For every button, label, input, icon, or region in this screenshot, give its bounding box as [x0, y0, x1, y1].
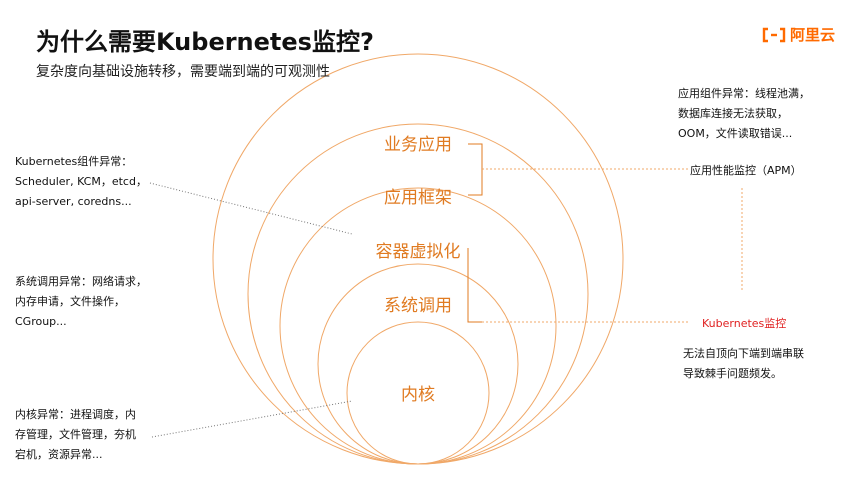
circle-kernel	[346, 321, 490, 465]
logo: 阿里云	[762, 24, 835, 45]
leader-kubernetes	[149, 182, 353, 235]
note-app-components: 应用组件异常：线程池满， 数据库连接无法获取， OOM，文件读取错误...	[678, 84, 810, 144]
logo-text: 阿里云	[790, 26, 836, 44]
note-line: 内存申请，文件操作，	[15, 295, 125, 308]
circle-container	[279, 187, 557, 465]
note-conclusion: 无法自顶向下端到端串联 导致棘手问题频发。	[683, 344, 804, 384]
layer-business-app: 业务应用	[384, 135, 452, 155]
page-title: 为什么需要Kubernetes监控?	[36, 28, 374, 56]
note-line: OOM，文件读取错误...	[678, 127, 793, 140]
note-line: 存管理，文件管理，夯机	[15, 428, 136, 441]
note-line: 无法自顶向下端到端串联	[683, 347, 804, 360]
leader-kernel	[151, 400, 353, 438]
note-line: Scheduler, KCM，etcd，	[15, 175, 147, 188]
layer-container: 容器虚拟化	[375, 242, 461, 262]
layer-syscall: 系统调用	[384, 296, 452, 316]
layer-kernel: 内核	[401, 385, 435, 405]
bracket-infra-layers	[467, 248, 482, 323]
aliyun-bracket-icon	[762, 27, 786, 42]
note-line: 内核异常：进程调度，内	[15, 408, 136, 421]
note-kernel: 内核异常：进程调度，内 存管理，文件管理，夯机 宕机，资源异常...	[15, 405, 136, 465]
page-subtitle: 复杂度向基础设施转移，需要端到端的可观测性	[36, 64, 330, 80]
note-line: Kubernetes组件异常：	[15, 155, 133, 168]
note-line: 系统调用异常：网络请求，	[15, 275, 147, 288]
note-line: 应用组件异常：线程池满，	[678, 87, 810, 100]
k8s-monitoring-label: Kubernetes监控	[702, 317, 787, 330]
note-line: 导致棘手问题频发。	[683, 367, 782, 380]
note-line: CGroup...	[15, 315, 67, 328]
apm-label: 应用性能监控（APM）	[690, 164, 802, 177]
note-line: 宕机，资源异常...	[15, 448, 103, 461]
layer-app-framework: 应用框架	[384, 188, 452, 208]
note-kubernetes: Kubernetes组件异常： Scheduler, KCM，etcd， api…	[15, 152, 147, 212]
bracket-app-layers	[468, 143, 483, 196]
note-line: api-server, coredns...	[15, 195, 132, 208]
note-syscall: 系统调用异常：网络请求， 内存申请，文件操作， CGroup...	[15, 272, 147, 332]
note-line: 数据库连接无法获取，	[678, 107, 788, 120]
